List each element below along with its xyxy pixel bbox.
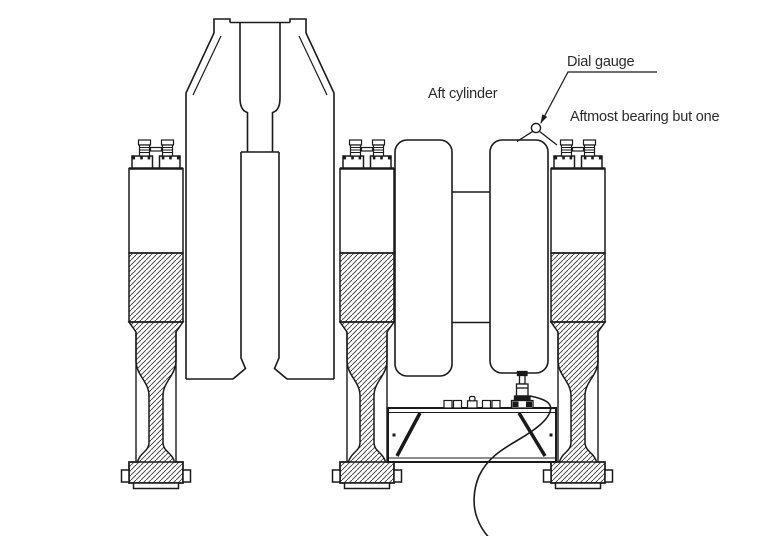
- bearing-pedestal-left: [120, 138, 192, 490]
- web-slot-right-lower: [273, 152, 288, 380]
- web-outline-left: [185, 18, 231, 379]
- aftmost-bearing-label: Aftmost bearing but one: [570, 109, 720, 125]
- deflection-gauge-device: [510, 370, 534, 409]
- web-chamfer-lines: [192, 35, 328, 96]
- dial-gauge-icon: [530, 122, 542, 134]
- bedplate-braces: [395, 412, 547, 457]
- bearing-pedestal-middle: [331, 138, 403, 490]
- bedplate-fittings: [443, 395, 501, 409]
- bedplate-dot-left: [392, 433, 396, 437]
- crankpin-lines: [452, 191, 490, 324]
- dial-gauge-label: Dial gauge: [567, 54, 635, 70]
- bedplate-assembly: [387, 370, 557, 536]
- web-outline-right: [289, 18, 335, 379]
- gauge-cable: [473, 395, 552, 536]
- aft-cylinder-crank-webs: [394, 139, 549, 377]
- web-slot-left-upper: [239, 22, 249, 152]
- web-slot-left-lower: [232, 152, 247, 380]
- crank-web-forward: [394, 139, 453, 377]
- bedplate-inner-lines: [389, 411, 555, 459]
- aft-cylinder-label: Aft cylinder: [428, 86, 498, 102]
- dial-gauge-leader-line: [540, 71, 657, 124]
- bedplate-dot-right: [549, 433, 553, 437]
- bearing-pedestal-right: [542, 138, 614, 490]
- dial-gauge-legs: [516, 130, 558, 146]
- crank-web-aft: [489, 139, 549, 374]
- crank-throw-side-view: [185, 18, 335, 380]
- dial-gauge-callout: [516, 71, 657, 146]
- leader-arrowhead-icon: [540, 114, 548, 124]
- web-slot-right-upper: [271, 22, 281, 152]
